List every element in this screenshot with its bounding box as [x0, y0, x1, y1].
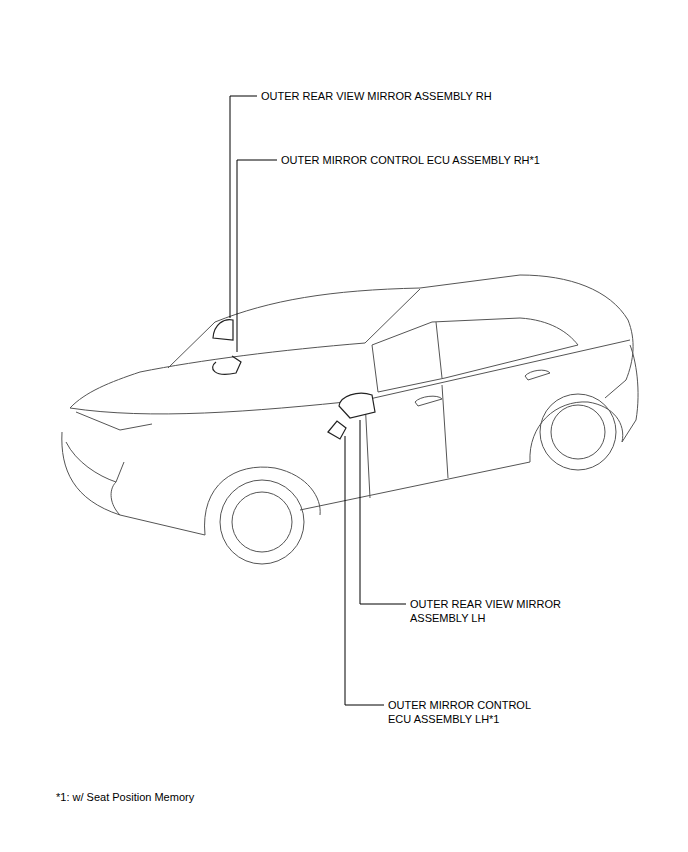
part-name: OUTER MIRROR CONTROL ECU ASSEMBLY LH*1	[388, 698, 548, 726]
part-name: OUTER REAR VIEW MIRROR ASSEMBLY RH	[261, 89, 561, 103]
part-name: OUTER MIRROR CONTROL ECU ASSEMBLY RH*1	[281, 153, 601, 167]
leader-lines	[230, 96, 406, 705]
part-name: OUTER REAR VIEW MIRROR ASSEMBLY LH	[410, 597, 595, 625]
footnote: *1: w/ Seat Position Memory	[56, 790, 356, 804]
